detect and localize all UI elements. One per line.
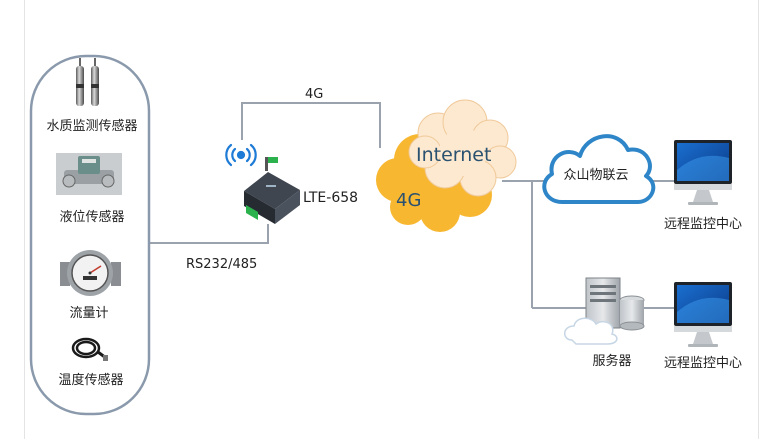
lte-router-icon [244, 157, 300, 224]
cloud-4g-label: 4G [396, 190, 422, 211]
server-cluster-icon [564, 277, 645, 345]
device-model-label: LTE-658 [303, 190, 359, 206]
iot-cloud-icon [542, 134, 656, 204]
monitoring-center-top-label: 远程监控中心 [663, 217, 743, 232]
server-label: 服务器 [592, 354, 632, 369]
cellular-4g-line [241, 102, 381, 148]
internet-cloud [408, 99, 517, 197]
rs232-line [148, 224, 269, 244]
liquid-level-sensor-label: 液位传感器 [59, 210, 125, 225]
flow-meter-label: 流量计 [69, 306, 109, 321]
antenna-signal-icon [225, 143, 257, 167]
right-edge-line [758, 0, 759, 439]
water-quality-sensor-label: 水质监测传感器 [46, 119, 138, 134]
monitor-top-icon [674, 140, 732, 205]
cellular-link-label: 4G [305, 87, 324, 102]
monitor-bottom-icon [674, 282, 732, 347]
temperature-sensor-icon [71, 337, 108, 361]
sensor-panel [29, 54, 151, 416]
left-edge-line [24, 0, 25, 439]
connection-lines [148, 102, 674, 309]
water-quality-sensor-icon [76, 58, 99, 106]
flow-meter-icon [60, 250, 121, 296]
rs232-link-label: RS232/485 [186, 257, 258, 272]
internet-label: Internet [416, 144, 492, 166]
temperature-sensor-label: 温度传感器 [58, 373, 124, 388]
monitoring-center-bottom-label: 远程监控中心 [663, 356, 743, 371]
iot-cloud-label: 众山物联云 [563, 168, 629, 183]
liquid-level-sensor-icon [56, 153, 122, 195]
